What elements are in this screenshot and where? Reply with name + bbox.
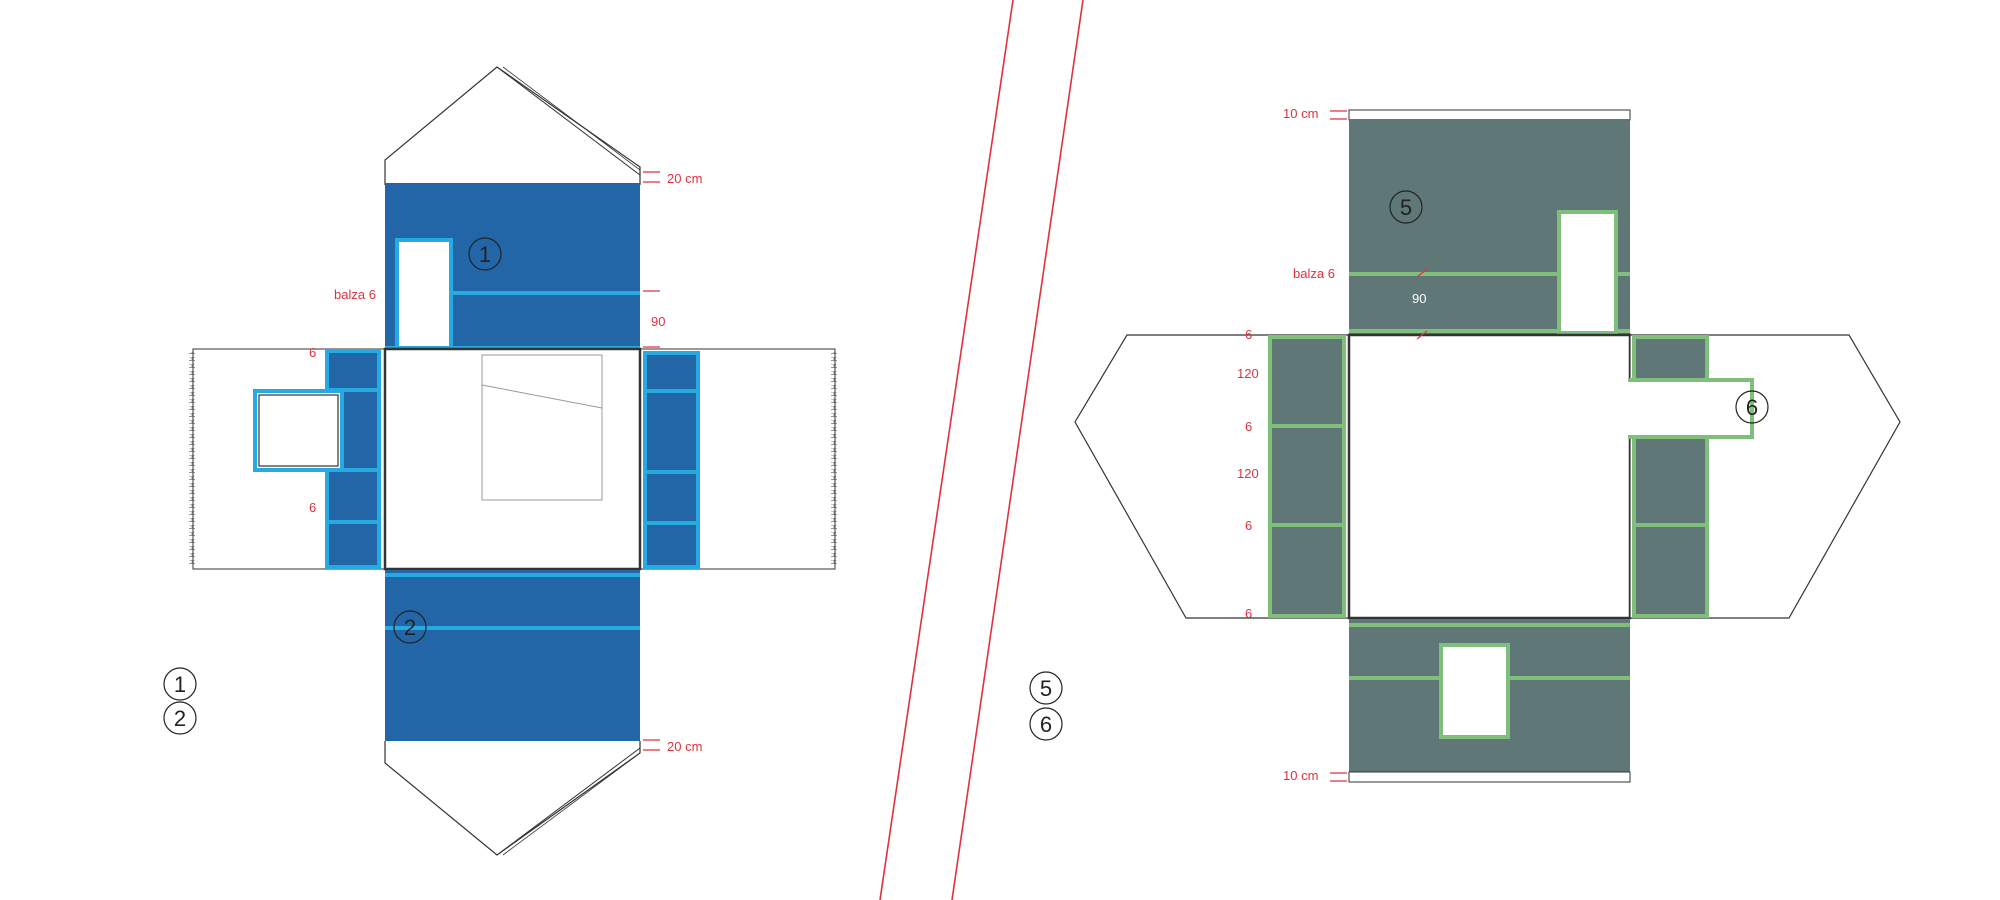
left-net: 20 cm 20 cm 90 balza 6 6 6 1 2 (189, 66, 837, 856)
right-left-dim-6: 6 (1245, 606, 1252, 621)
right-left-dim-1: 6 (1245, 327, 1252, 342)
door-cutout-right (1557, 210, 1618, 335)
top-strip-outline (1348, 109, 1631, 121)
bottom-gable-outline (384, 741, 641, 856)
bottom-wall-panel (385, 570, 640, 741)
panel-1-badge (468, 237, 502, 271)
legend-1-badge (163, 667, 197, 701)
balza-label: balza 6 (334, 287, 376, 302)
dim-bottom-label: 20 cm (667, 739, 702, 754)
window-cutout-right (1628, 378, 1754, 439)
bottom-strip-outline (1348, 771, 1631, 783)
top-gable-flap (496, 66, 641, 176)
divider-line-1 (879, 0, 1014, 900)
legend-5-number: 5 (1040, 676, 1052, 701)
door-cutout-top (395, 238, 453, 352)
window-cutout-left-inner (258, 394, 339, 467)
divider-line-2 (951, 0, 1084, 900)
legend-1-number: 1 (174, 672, 186, 697)
legend-2-number: 2 (174, 706, 186, 731)
right-left-dim-3: 6 (1245, 419, 1252, 434)
legend-left: 1 2 (163, 667, 197, 735)
left-dimension-marks (643, 171, 660, 751)
right-dim-90-label: 90 (1412, 291, 1426, 306)
dim-6-bottom-label: 6 (309, 500, 316, 515)
panel-2-number: 2 (404, 615, 416, 640)
bottom-gable-flap (496, 747, 641, 856)
bottom-gable-flap-2 (502, 752, 641, 856)
legend-2-badge (163, 701, 197, 735)
panel-1-number: 1 (479, 242, 491, 267)
legend-6-badge (1029, 707, 1063, 741)
right-left-dim-2: 120 (1237, 366, 1259, 381)
left-gray-post (1268, 335, 1346, 618)
panel-2-badge (393, 610, 427, 644)
right-dimension-marks (1330, 110, 1428, 782)
left-wing-teeth (189, 352, 195, 566)
right-balza-label: balza 6 (1293, 266, 1335, 281)
bed-outline (481, 354, 603, 501)
right-wing-teeth (831, 352, 837, 566)
right-dim-top-label: 10 cm (1283, 106, 1318, 121)
door-cutout-bottom (1439, 643, 1510, 739)
top-gable-outline (384, 66, 641, 185)
right-left-dim-5: 6 (1245, 518, 1252, 533)
panel-5-badge (1389, 190, 1423, 224)
dim-90-label: 90 (651, 314, 665, 329)
right-net: 10 cm 10 cm balza 6 90 6 120 6 120 6 6 5… (1074, 106, 1901, 783)
top-gable-flap-2 (502, 66, 641, 171)
bed-line (481, 384, 603, 409)
legend-5-badge (1029, 671, 1063, 705)
panel-6-badge (1735, 390, 1769, 424)
window-cutout-left (253, 389, 344, 472)
dim-6-top-label: 6 (309, 345, 316, 360)
floor-panel (383, 347, 642, 571)
legend-6-number: 6 (1040, 712, 1052, 737)
dim-top-label: 20 cm (667, 171, 702, 186)
panel-5-number: 5 (1400, 195, 1412, 220)
panel-6-number: 6 (1746, 395, 1758, 420)
right-wing-post (643, 351, 700, 569)
floor-panel-right (1347, 333, 1632, 620)
legend-right: 5 6 (1029, 671, 1063, 741)
right-dim-bottom-label: 10 cm (1283, 768, 1318, 783)
right-left-dim-4: 120 (1237, 466, 1259, 481)
